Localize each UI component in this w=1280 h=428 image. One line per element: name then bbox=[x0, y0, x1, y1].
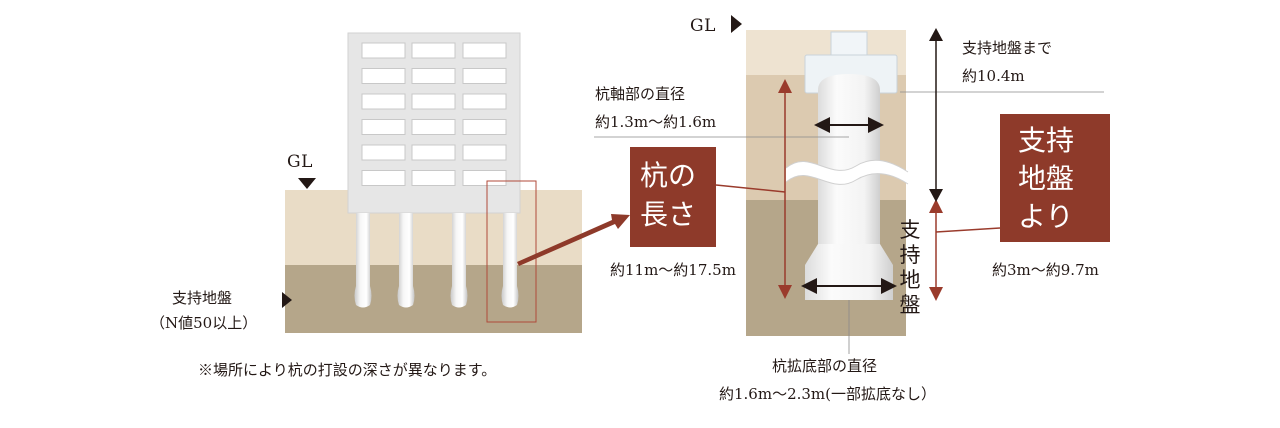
bearing-vertical-label: 支 持 地 盤 bbox=[897, 218, 923, 318]
foundation-pile bbox=[501, 213, 519, 308]
building bbox=[347, 32, 521, 214]
from-bearing-line2: 地盤 bbox=[1018, 162, 1075, 195]
pile-length-line2: 長さ bbox=[640, 198, 697, 231]
pile-shaft bbox=[805, 74, 893, 300]
to-bearing-value: 約10.4m bbox=[962, 67, 1025, 85]
from-bearing-arrow bbox=[929, 199, 943, 301]
bearing-vertical-char: 支 bbox=[899, 218, 921, 242]
pile-length-connector bbox=[715, 184, 786, 193]
bearing-vertical-char: 盤 bbox=[899, 293, 921, 317]
building-window bbox=[462, 144, 507, 161]
bearing-stratum-label: 支持地盤 bbox=[172, 289, 233, 307]
building-window bbox=[411, 170, 456, 186]
building-window bbox=[411, 68, 456, 84]
building-window bbox=[411, 42, 456, 59]
depth-note: ※場所により杭の打設の深さが異なります。 bbox=[198, 361, 497, 379]
bearing-vertical-char: 地 bbox=[899, 268, 921, 292]
from-bearing-box: 支持 地盤 より bbox=[1000, 114, 1110, 242]
building-window bbox=[462, 93, 507, 110]
shaft-diameter-value: 約1.3m〜約1.6m bbox=[595, 113, 717, 131]
from-bearing-line1: 支持 bbox=[1018, 124, 1075, 157]
building-window bbox=[462, 170, 507, 186]
building-window bbox=[462, 42, 507, 59]
building-window bbox=[361, 119, 406, 135]
building-window bbox=[462, 68, 507, 84]
base-diameter-title: 杭拡底部の直径 bbox=[772, 357, 878, 375]
pile-length-line1: 杭の bbox=[640, 159, 697, 192]
leader-lines bbox=[594, 91, 1104, 354]
depth-to-bearing-arrow bbox=[929, 28, 943, 202]
building-window bbox=[411, 119, 456, 135]
foundation-pile bbox=[450, 213, 468, 308]
from-bearing-connector bbox=[935, 227, 1001, 233]
pile-length-arrow bbox=[778, 79, 792, 299]
building-window bbox=[361, 68, 406, 84]
building-window bbox=[462, 119, 507, 135]
building-window bbox=[361, 170, 406, 186]
bearing-vertical-char: 持 bbox=[899, 243, 921, 267]
gl-label-left: GL bbox=[287, 152, 313, 172]
from-bearing-value: 約3m〜約9.7m bbox=[992, 261, 1099, 279]
gl-marker-right-icon bbox=[731, 15, 742, 33]
pile-length-box: 杭の 長さ bbox=[630, 147, 716, 247]
building-window bbox=[411, 93, 456, 110]
bearing-stratum-layer bbox=[285, 265, 582, 333]
building-windows bbox=[361, 42, 507, 186]
zoom-arrow bbox=[517, 214, 630, 266]
building-window bbox=[411, 144, 456, 161]
gl-label-right: GL bbox=[690, 16, 716, 36]
building-window bbox=[361, 144, 406, 161]
shaft-diameter-title: 杭軸部の直径 bbox=[595, 85, 686, 103]
base-diameter-value: 約1.6m〜2.3m(一部拡底なし） bbox=[719, 385, 937, 403]
foundation-pile bbox=[354, 213, 372, 308]
from-bearing-line3: より bbox=[1018, 200, 1074, 233]
building-window bbox=[361, 93, 406, 110]
pile-length-value: 約11m〜約17.5m bbox=[610, 261, 736, 279]
bearing-marker-icon bbox=[282, 292, 292, 308]
highlight-frame bbox=[486, 180, 537, 323]
building-window bbox=[361, 42, 406, 59]
left-piles bbox=[354, 213, 519, 308]
gl-marker-icon bbox=[298, 178, 316, 189]
pile-break-symbol bbox=[786, 160, 908, 185]
foundation-pile bbox=[397, 213, 415, 308]
to-bearing-title: 支持地盤まで bbox=[962, 39, 1053, 57]
bearing-stratum-nvalue: （N値50以上） bbox=[150, 314, 258, 332]
